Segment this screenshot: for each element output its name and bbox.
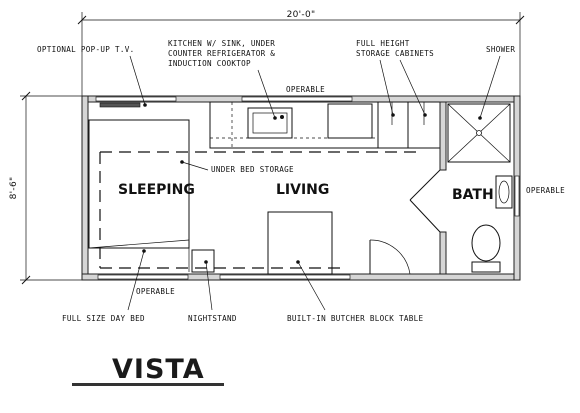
cooktop — [327, 103, 373, 139]
callout-tv-text: OPTIONAL POP-UP T.V. — [37, 45, 134, 54]
callout-cabinets-line2: STORAGE CABINETS — [356, 49, 434, 58]
room-sleeping: SLEEPING — [118, 182, 195, 198]
callout-operable-right: OPERABLE — [526, 186, 565, 195]
callout-kitchen: KITCHEN W/ SINK, UNDER COUNTER REFRIGERA… — [168, 39, 277, 120]
callout-kitchen-line3: INDUCTION COOKTOP — [168, 59, 251, 68]
callout-operable-bottom: OPERABLE — [136, 287, 175, 296]
tv-panel — [99, 102, 141, 108]
room-living: LIVING — [276, 182, 329, 198]
plan-title: VISTA — [72, 354, 224, 386]
callout-cabinets: FULL HEIGHT STORAGE CABINETS — [356, 39, 434, 117]
callout-cabinets-line1: FULL HEIGHT — [356, 39, 410, 48]
callout-day-bed: FULL SIZE DAY BED — [62, 249, 146, 323]
callout-under-bed-text: UNDER BED STORAGE — [211, 165, 294, 174]
bathroom — [409, 101, 513, 275]
kitchen-sink — [247, 107, 293, 139]
callout-kitchen-line1: KITCHEN W/ SINK, UNDER — [168, 39, 275, 48]
width-dimension: 20'-0" — [77, 10, 525, 96]
callout-operable-top: OPERABLE — [286, 85, 325, 94]
callout-shower-text: SHOWER — [486, 45, 515, 54]
kitchen-counter — [209, 101, 379, 149]
callout-nightstand-text: NIGHTSTAND — [188, 314, 237, 323]
day-bed — [88, 119, 190, 272]
storage-cabinets — [377, 101, 441, 149]
callout-table-text: BUILT-IN BUTCHER BLOCK TABLE — [287, 314, 424, 323]
callout-tv: OPTIONAL POP-UP T.V. — [37, 45, 147, 107]
callout-day-bed-text: FULL SIZE DAY BED — [62, 314, 145, 323]
height-dimension: 8'-6" — [9, 91, 82, 285]
entry-door — [369, 239, 411, 275]
nightstand — [191, 249, 215, 273]
butcher-block-table — [267, 211, 333, 275]
callout-kitchen-line2: COUNTER REFRIGERATOR & — [168, 49, 275, 58]
toilet — [471, 224, 501, 273]
height-label: 8'-6" — [9, 177, 19, 200]
plan-title-text: VISTA — [112, 354, 205, 385]
room-bath: BATH — [452, 187, 494, 203]
exterior-walls — [81, 95, 521, 281]
width-label: 20'-0" — [287, 10, 316, 20]
callout-nightstand: NIGHTSTAND — [188, 260, 237, 323]
bath-sink — [495, 175, 513, 209]
callout-shower: SHOWER — [478, 45, 515, 120]
callout-under-bed: UNDER BED STORAGE — [180, 160, 294, 174]
callout-table: BUILT-IN BUTCHER BLOCK TABLE — [287, 260, 424, 323]
